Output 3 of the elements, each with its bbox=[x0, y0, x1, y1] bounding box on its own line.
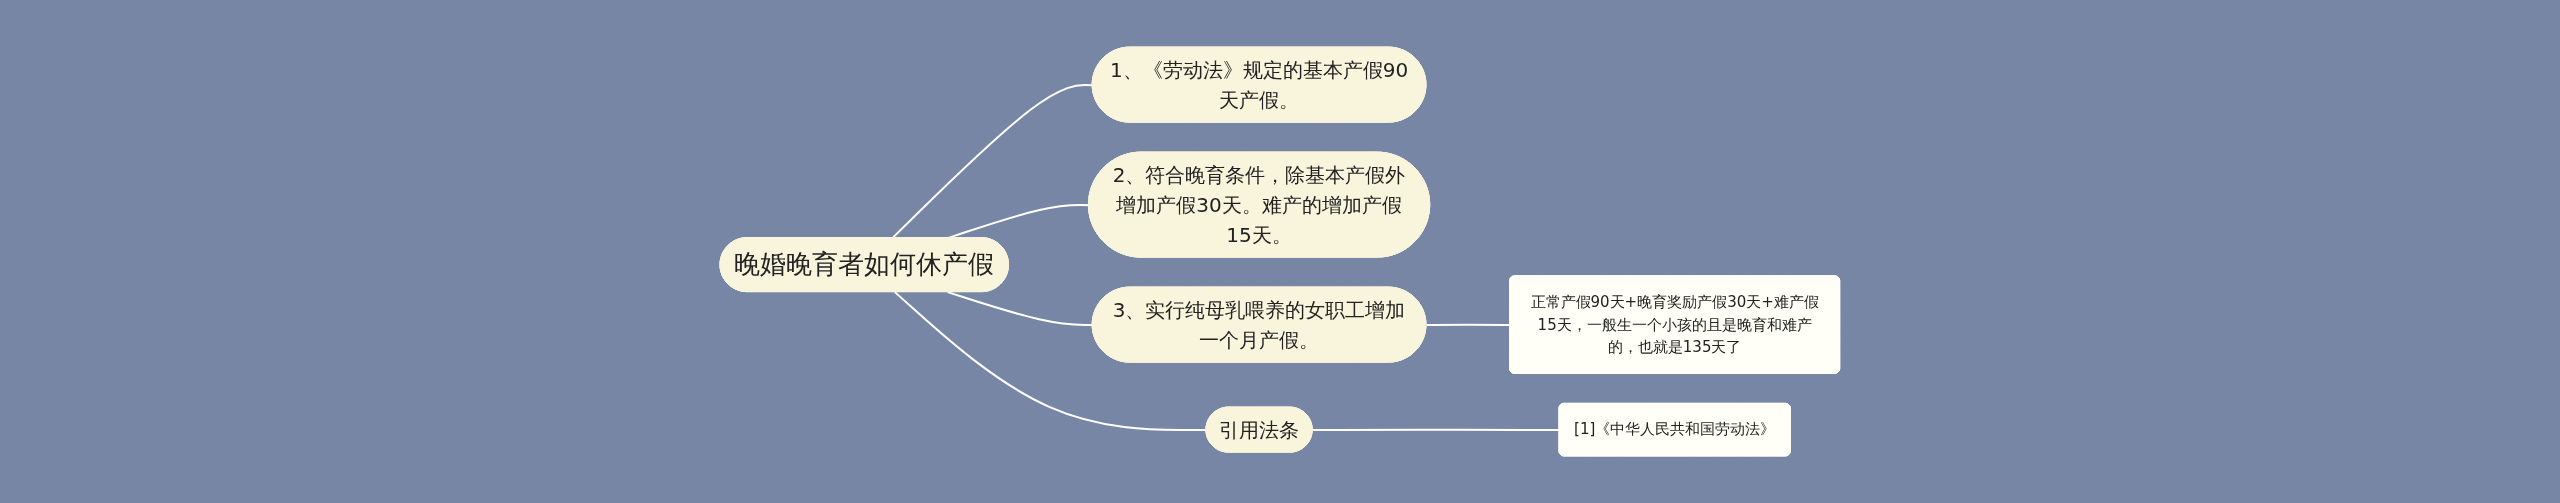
connector bbox=[1311, 428, 1561, 432]
connector bbox=[946, 291, 1094, 327]
connector bbox=[894, 291, 1208, 432]
